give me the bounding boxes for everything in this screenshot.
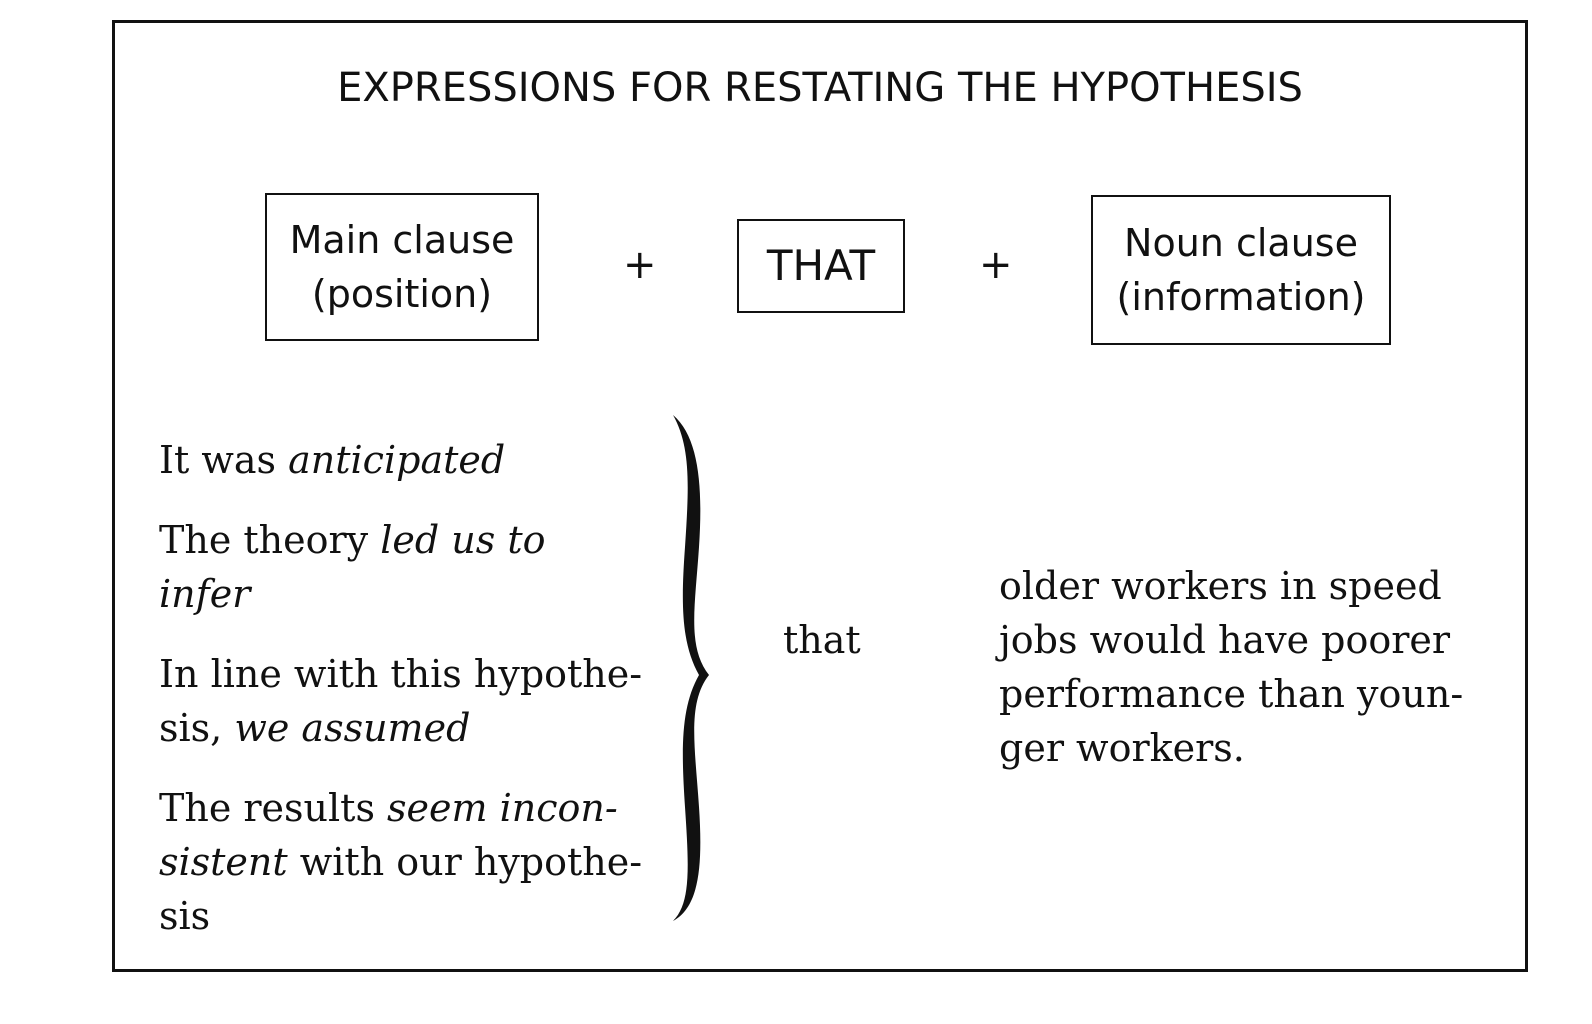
main-clause-box: Main clause (position) [265,193,539,341]
plain-phrase: The results [159,786,388,830]
italic-phrase: seem incon- [387,786,618,830]
noun-clause-line: jobs would have poorer [999,618,1451,662]
italic-phrase: sistent [159,840,288,884]
main-clause-examples: It was anticipated The theory led us to i… [159,433,659,969]
noun-clause-note: (information) [1116,275,1366,319]
plus-sign-2: + [979,242,1013,288]
plain-phrase: It was [159,438,289,482]
plain-phrase: with our hypothe- [287,840,643,884]
page-title: EXPRESSIONS FOR RESTATING THE HYPOTHESIS [337,65,1303,111]
example-item: The theory led us to infer [159,513,659,621]
that-label: THAT [766,241,876,290]
italic-phrase: infer [159,572,251,616]
noun-clause-line: ger workers. [999,726,1245,770]
main-clause-note: (position) [311,272,493,316]
right-brace-icon [673,415,709,921]
italic-phrase: anticipated [288,438,506,482]
noun-clause-line: performance than youn- [999,672,1464,716]
noun-clause-text: older workers in speed jobs would have p… [999,559,1479,775]
that-box: THAT [737,219,905,313]
noun-clause-label: Noun clause [1124,221,1358,265]
expressions-panel: EXPRESSIONS FOR RESTATING THE HYPOTHESIS… [112,20,1528,972]
connector-that: that [783,618,861,662]
noun-clause-box: Noun clause (information) [1091,195,1391,345]
example-item: The results seem incon-sistent with our … [159,781,659,943]
noun-clause-line: older workers in speed [999,564,1442,608]
plain-phrase: sis, [159,706,235,750]
example-item: In line with this hypothe-sis, we assume… [159,647,659,755]
plain-phrase: The theory [159,518,381,562]
plain-phrase: In line with this hypothe- [159,652,643,696]
italic-phrase: led us to [380,518,546,562]
example-item: It was anticipated [159,433,659,487]
italic-phrase: we assumed [234,706,471,750]
plus-sign-1: + [623,242,657,288]
plain-phrase: sis [159,894,211,938]
main-clause-label: Main clause [289,218,515,262]
